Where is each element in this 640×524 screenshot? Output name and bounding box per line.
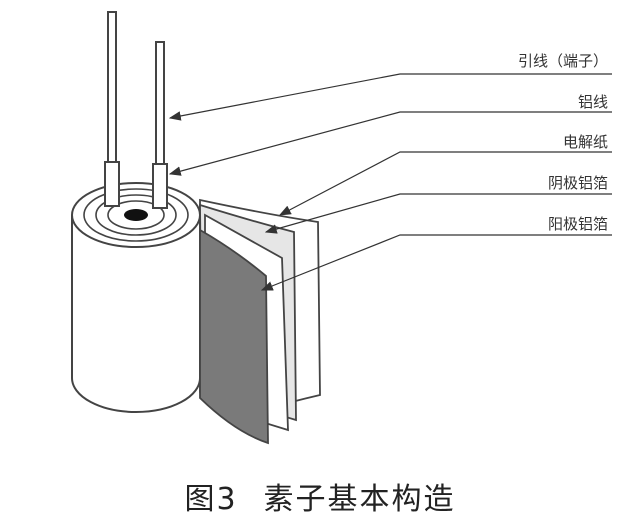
anode-foil-sheet bbox=[199, 228, 269, 445]
leader-lead bbox=[168, 73, 612, 121]
leader-al-wire bbox=[168, 111, 612, 176]
label-lead: 引线（端子） bbox=[517, 52, 608, 70]
leader-lines bbox=[168, 73, 612, 291]
core-hole bbox=[124, 209, 148, 221]
unrolled-layers bbox=[199, 198, 321, 445]
label-al-wire: 铝线 bbox=[577, 93, 608, 111]
label-anode: 阳极铝箔 bbox=[547, 215, 608, 233]
figure-caption: 图3 素子基本构造 bbox=[0, 474, 640, 518]
label-paper: 电解纸 bbox=[562, 133, 608, 151]
leader-cathode bbox=[264, 193, 612, 234]
caption-text: 素子基本构造 bbox=[263, 482, 456, 517]
winding-layers bbox=[83, 188, 189, 242]
leader-paper bbox=[278, 151, 612, 216]
label-cathode: 阴极铝箔 bbox=[547, 174, 608, 192]
leader-anode bbox=[260, 234, 612, 291]
caption-number: 图3 bbox=[184, 482, 238, 517]
lead-wires bbox=[104, 11, 168, 209]
